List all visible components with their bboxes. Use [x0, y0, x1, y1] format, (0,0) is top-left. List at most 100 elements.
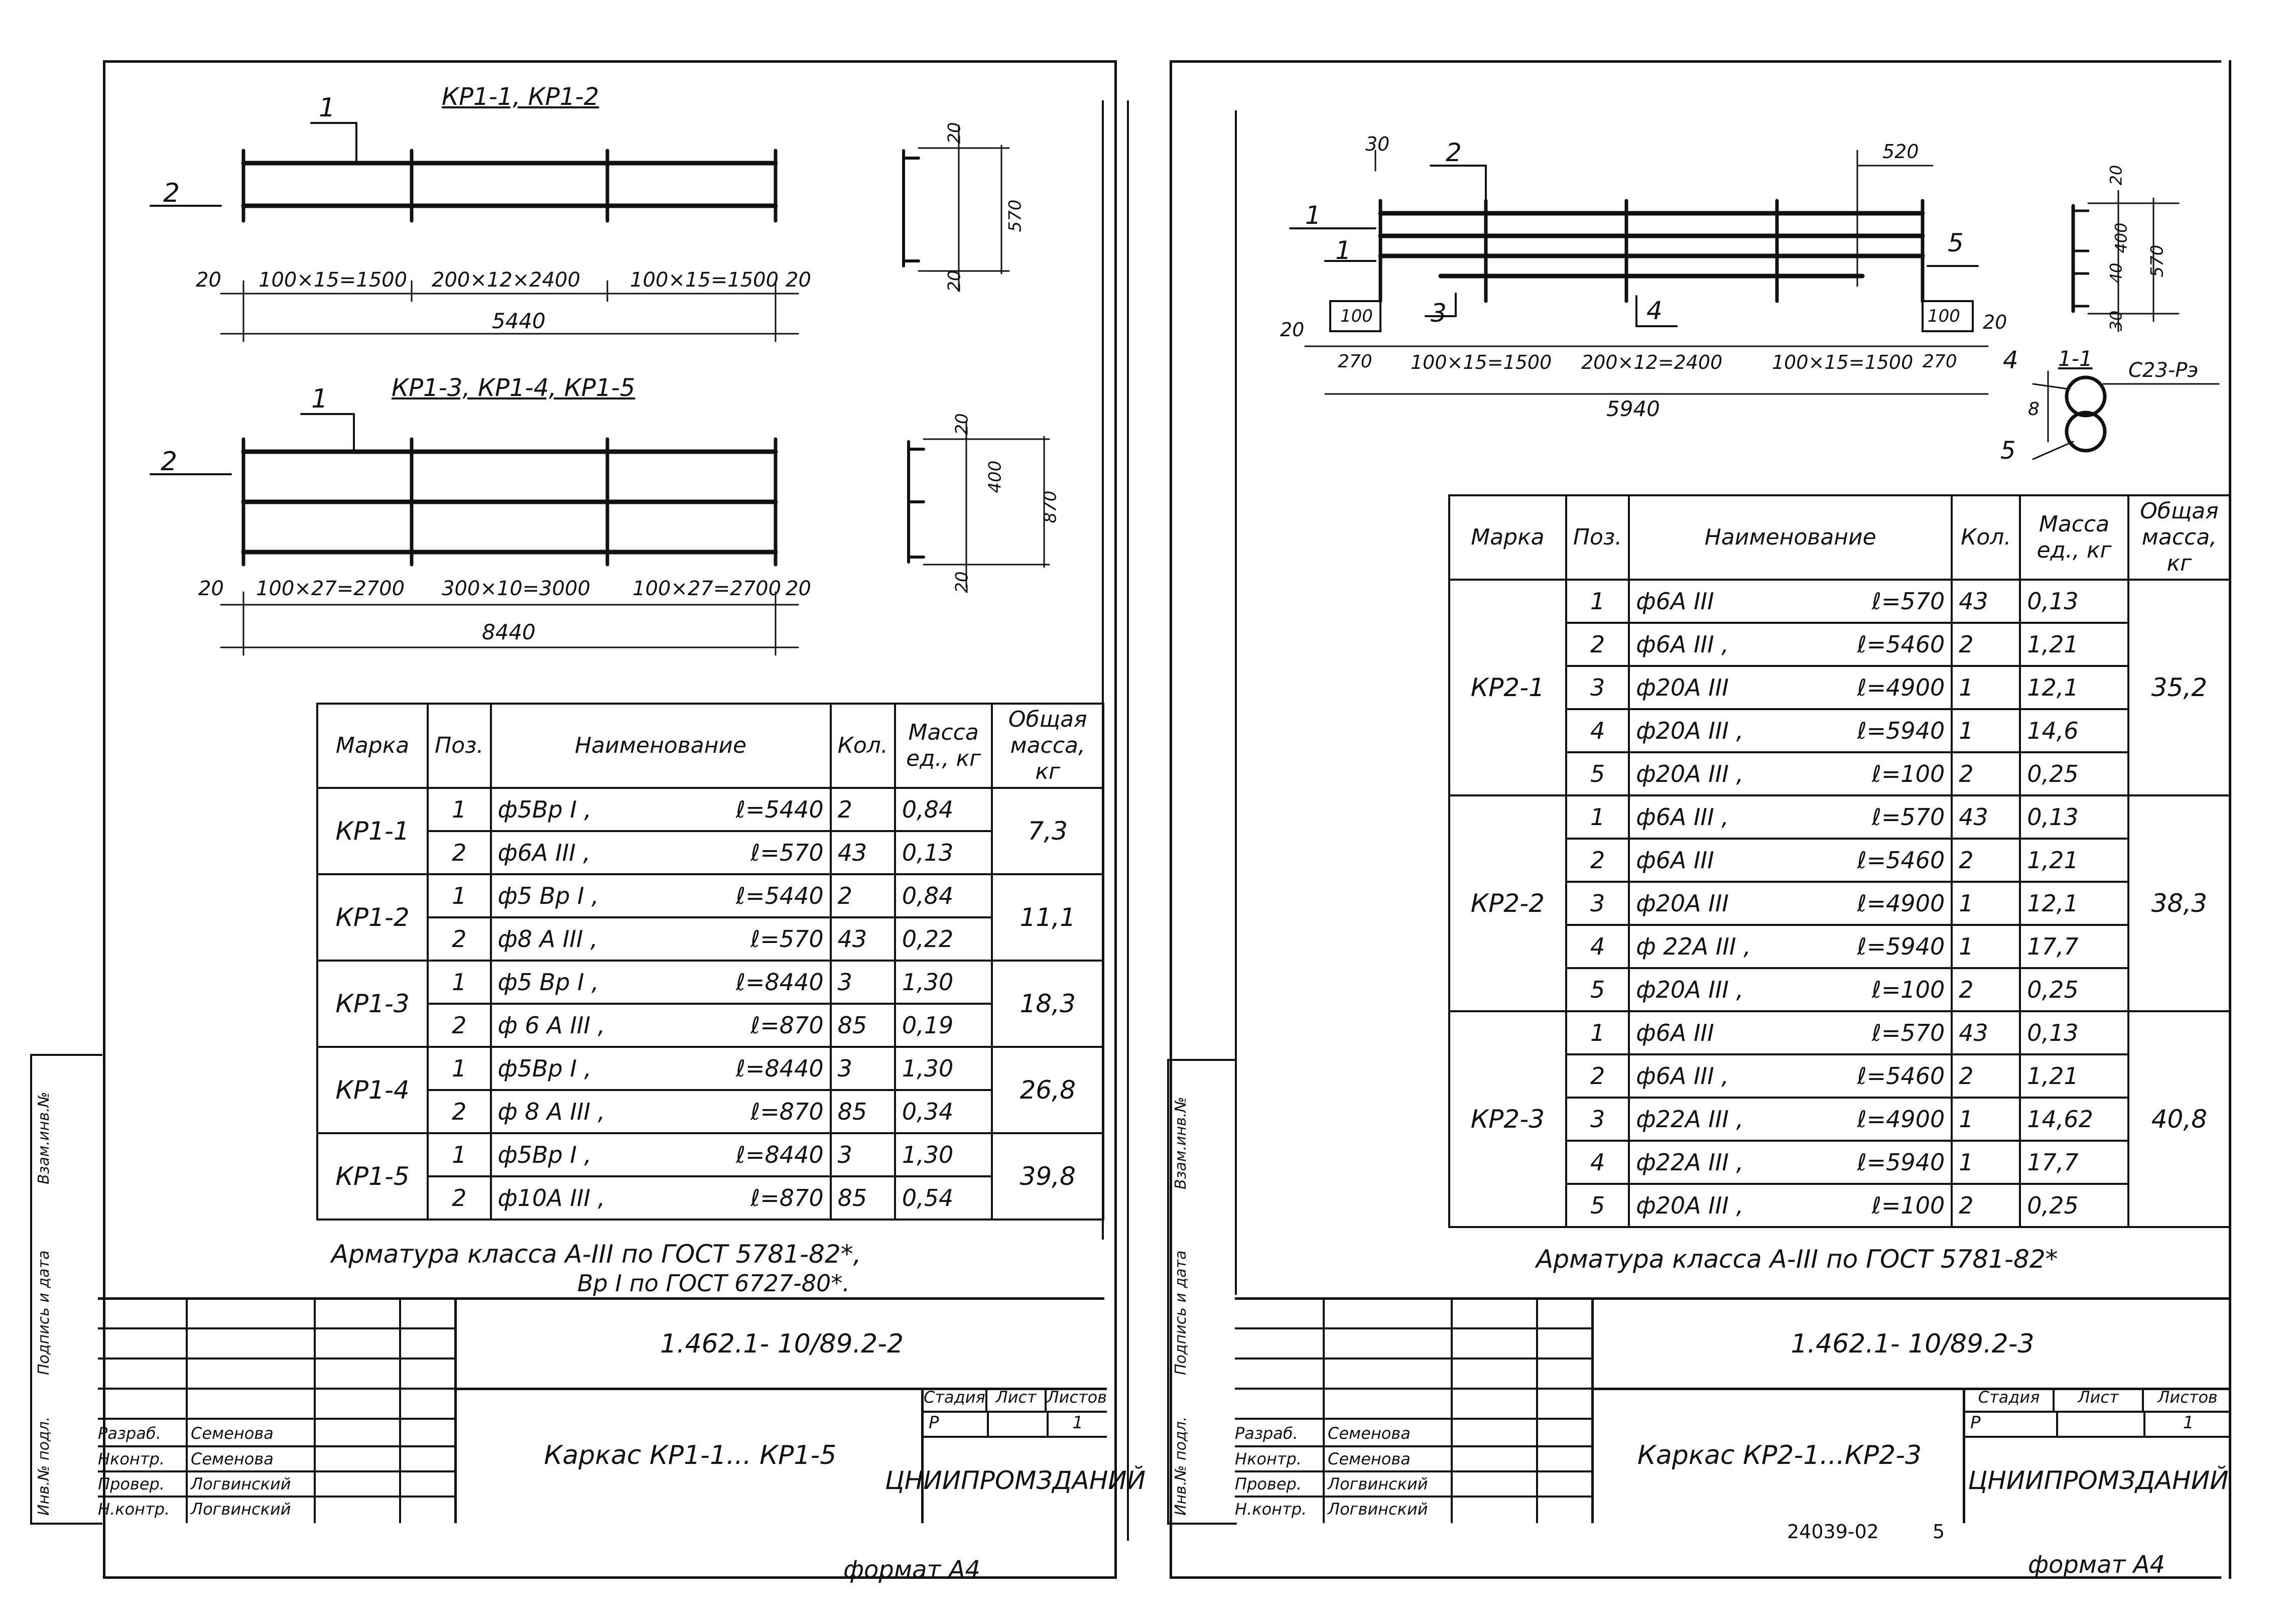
left-group-4: КР1-5 1 ф5Вр I ,ℓ=8440 3 1,30 39,8 2 ф10…	[316, 1132, 1104, 1221]
bar-spec: ф6А III ,	[1636, 1062, 1729, 1090]
mass-cell: 0,13	[2019, 794, 2129, 840]
name-cell: ф5 Вр I ,ℓ=8440	[489, 960, 832, 1005]
col-total-mass: Общая масса, кг	[2127, 494, 2232, 581]
stamp-title: Каркас КР1-1... КР1-5	[544, 1440, 837, 1470]
table-row: 2 ф8 А III ,ℓ=570 43 0,22	[317, 916, 1103, 962]
qty-cell: 1	[1951, 881, 2021, 926]
bar-spec: ф 22А III ,	[1636, 933, 1751, 960]
mass-cell: 14,6	[2019, 708, 2129, 753]
left-inner-frame-line	[1102, 100, 1104, 1240]
name-cell: ф20А III ,ℓ=100	[1628, 1183, 1953, 1228]
name-cell: ф 8 А III ,ℓ=870	[489, 1089, 832, 1134]
table-row: 2 ф10А III ,ℓ=870 85 0,54	[317, 1175, 1103, 1221]
pos-cell: 3	[1565, 665, 1630, 710]
stamp-title-cell: Каркас КР2-1...КР2-3	[1591, 1388, 1965, 1523]
left-side-label-0: Инв.№ подл.	[35, 1416, 53, 1516]
left-sheet-border	[103, 60, 1117, 1579]
qty-cell: 43	[1951, 794, 2021, 840]
sheets-label: Листов	[1047, 1388, 1107, 1407]
bar-spec: ф6А III	[1636, 847, 1714, 874]
table-row: 4 ф 22А III ,ℓ=5940 1 17,7	[1449, 924, 2230, 969]
pos-cell: 3	[1565, 1097, 1630, 1142]
bar-spec: ф6А III ,	[497, 839, 591, 866]
right-format: формат А4	[2028, 1551, 2166, 1579]
left-cage-1-drawing	[150, 122, 1010, 342]
mass-cell: 0,19	[894, 1003, 993, 1048]
pos-cell: 5	[1565, 967, 1630, 1012]
qty-cell: 1	[1951, 1140, 2021, 1185]
qty-cell: 1	[1951, 924, 2021, 969]
bar-length: ℓ=5940	[1857, 717, 1945, 744]
pos-cell: 1	[427, 1132, 492, 1177]
mass-cell: 17,7	[2019, 1140, 2129, 1185]
left-group-2: КР1-3 1 ф5 Вр I ,ℓ=8440 3 1,30 18,3 2 ф …	[316, 960, 1104, 1048]
col-total-mass: Общая масса, кг	[991, 703, 1104, 789]
sheet-label: Лист	[987, 1388, 1047, 1411]
pos-cell: 3	[1565, 881, 1630, 926]
left-drawing1-seg2: 200×12×2400	[432, 268, 581, 292]
right-drawing-seg3: 100×15=1500	[1772, 351, 1914, 373]
bar-spec: ф22А III ,	[1636, 1106, 1744, 1133]
right-drawing-sec-400: 400	[2111, 222, 2131, 253]
bar-spec: ф20А III ,	[1636, 717, 1744, 744]
table-row: КР1-1 1 ф5Вр I ,ℓ=5440 2 0,84 7,3	[316, 787, 1104, 875]
mass-cell: 0,13	[894, 830, 993, 875]
name-cell: ф6А III ,ℓ=5460	[1628, 622, 1953, 667]
left-group-1: КР1-2 1 ф5 Вр I ,ℓ=5440 2 0,84 11,1 2 ф8…	[316, 873, 1104, 962]
qty-cell: 43	[829, 830, 896, 875]
col-name: Наименование	[1628, 494, 1953, 581]
mark-cell: КР1-5	[316, 1132, 429, 1221]
name-cell: ф22А III ,ℓ=4900	[1628, 1097, 1953, 1142]
left-drawing2-end-left: 20	[198, 577, 224, 600]
stamp-name-2: Логвинский	[191, 1474, 291, 1494]
qty-cell: 1	[1951, 708, 2021, 753]
left-drawing2-seg3: 100×27=2700	[632, 577, 782, 600]
table-row: 2 ф6А III ,ℓ=570 43 0,13	[317, 830, 1103, 875]
table-row: 5 ф20А III ,ℓ=100 2 0,25	[1449, 1183, 2230, 1228]
name-cell: ф6А III ,ℓ=570	[489, 830, 832, 875]
mass-cell: 1,30	[894, 1046, 993, 1091]
stamp-role-2: Провер.	[98, 1474, 165, 1494]
bar-length: ℓ=870	[750, 1184, 824, 1211]
stamp-code: 1.462.1- 10/89.2-2	[660, 1328, 904, 1359]
left-drawing2-seg1: 100×27=2700	[256, 577, 405, 600]
qty-cell: 85	[829, 1089, 896, 1134]
bar-spec: ф 8 А III ,	[497, 1098, 605, 1125]
left-drawing1-total: 5440	[492, 309, 546, 333]
right-drawing-cut-5: 5	[2000, 437, 2016, 465]
stamp-role-0: Разраб.	[98, 1424, 161, 1443]
stamp-name-1: Семенова	[191, 1449, 274, 1468]
right-drawing-sec-20: 20	[2106, 165, 2126, 186]
right-drawing-total: 5940	[1606, 396, 1660, 421]
pos-cell: 1	[427, 960, 492, 1005]
left-note-line1: Арматура класса А-III по ГОСТ 5781-82*,	[331, 1240, 861, 1269]
bar-spec: ф 6 А III ,	[497, 1012, 605, 1039]
stamp-role-2: Провер.	[1235, 1474, 1302, 1494]
mass-cell: 0,34	[894, 1089, 993, 1134]
pos-cell: 2	[1565, 622, 1630, 667]
left-spec-table: Марка Поз. Наименование Кол. Масса ед., …	[316, 703, 1104, 1221]
left-drawing1-pos1: 1	[319, 93, 336, 123]
stamp-title-cell: Каркас КР1-1... КР1-5	[454, 1388, 924, 1523]
mass-cell: 0,25	[2019, 1183, 2129, 1228]
right-drawing-seg2: 200×12=2400	[1581, 351, 1723, 373]
col-name: Наименование	[489, 703, 832, 789]
bar-length: ℓ=5460	[1857, 847, 1945, 874]
name-cell: ф5 Вр I ,ℓ=5440	[489, 873, 832, 918]
bar-length: ℓ=4900	[1857, 890, 1945, 917]
stamp-grid-lines	[98, 1300, 454, 1523]
pos-cell: 2	[427, 1175, 492, 1221]
bar-spec: ф6А III ,	[1636, 803, 1729, 831]
right-drawing-pos1b: 1	[1335, 236, 1351, 265]
stamp-name-3: Логвинский	[1328, 1500, 1428, 1519]
qty-cell: 2	[1951, 751, 2021, 796]
pos-cell: 1	[427, 873, 492, 918]
left-note-line2: Вр I по ГОСТ 6727-80*.	[577, 1270, 850, 1297]
table-row: КР1-2 1 ф5 Вр I ,ℓ=5440 2 0,84 11,1	[316, 873, 1104, 962]
table-row: КР1-4 1 ф5Вр I ,ℓ=8440 3 1,30 26,8	[316, 1046, 1104, 1134]
bar-spec: ф20А III	[1636, 674, 1729, 701]
stamp-role-1: Нконтр.	[98, 1449, 165, 1468]
